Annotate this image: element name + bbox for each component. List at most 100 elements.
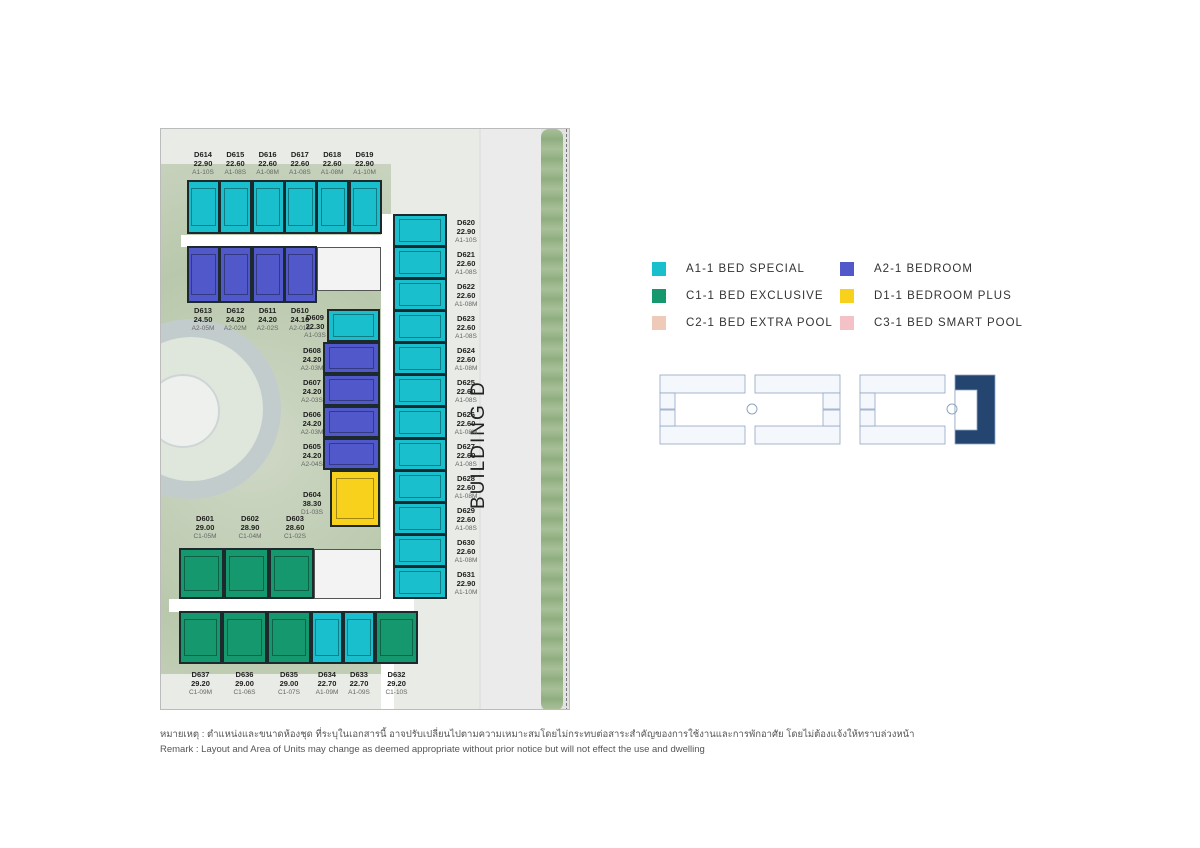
legend-item-c2: C2-1 BED EXTRA POOL (652, 316, 833, 330)
legend-item-a2: A2-1 BEDROOM (840, 262, 973, 276)
unit-area: 22.60 (456, 259, 476, 268)
unit-id: D604 (303, 490, 321, 499)
unit-d607[interactable] (323, 374, 380, 406)
unit-d618[interactable] (316, 180, 350, 234)
unit-id: D608 (303, 346, 321, 355)
unit-d613[interactable] (187, 246, 220, 303)
keymap-block (659, 409, 676, 427)
unit-area: 22.60 (258, 159, 277, 168)
unit-d609[interactable] (327, 309, 380, 342)
unit-id: D601 (196, 514, 214, 523)
keymap-fountain-icon (746, 403, 758, 415)
unit-d627[interactable] (393, 438, 447, 471)
unit-type-code: C1-02S (283, 533, 307, 540)
unit-type-code: C1-04M (238, 533, 262, 540)
unit-d614[interactable] (187, 180, 220, 234)
remark-thai: หมายเหตุ : ตำแหน่งและขนาดห้องชุด ที่ระบุ… (160, 729, 915, 740)
unit-id: D620 (457, 218, 475, 227)
legend-item-a1: A1-1 BED SPECIAL (652, 262, 805, 276)
unit-d617[interactable] (283, 180, 317, 234)
unit-d629[interactable] (393, 502, 447, 535)
legend-label: C2-1 BED EXTRA POOL (686, 317, 833, 329)
unit-d623[interactable] (393, 310, 447, 343)
unit-d610[interactable] (283, 246, 317, 303)
unit-d637[interactable] (179, 611, 222, 664)
unit-d619[interactable] (348, 180, 382, 234)
unit-id: D603 (286, 514, 304, 523)
unit-d635[interactable] (267, 611, 311, 664)
unit-id: D619 (355, 150, 374, 159)
unit-d605[interactable] (323, 438, 380, 470)
unit-d632[interactable] (375, 611, 418, 664)
unit-type-code: A1-08S (289, 169, 311, 176)
unit-id: D621 (457, 250, 475, 259)
unit-d622[interactable] (393, 278, 447, 311)
unit-d634[interactable] (311, 611, 343, 664)
keymap-block (659, 425, 746, 445)
unit-type-code: C1-05M (193, 533, 217, 540)
unit-d626[interactable] (393, 406, 447, 439)
unit-id: D636 (235, 670, 254, 679)
unit-type-code: A1-09S (348, 689, 370, 696)
keymap-block (859, 409, 876, 427)
unit-area: 22.60 (456, 419, 476, 428)
unit-id: D628 (457, 474, 475, 483)
legend-swatch (652, 289, 666, 303)
unit-d604[interactable] (330, 470, 380, 527)
unit-d615[interactable] (219, 180, 253, 234)
unit-area: 22.60 (456, 291, 476, 300)
unit-d608[interactable] (323, 342, 380, 374)
unit-type-code: A1-08S (455, 461, 477, 468)
unit-id: D615 (226, 150, 245, 159)
unit-d633[interactable] (343, 611, 375, 664)
unit-id: D610 (290, 306, 309, 315)
unit-id: D602 (241, 514, 259, 523)
stair-core (317, 247, 381, 291)
unit-d636[interactable] (222, 611, 267, 664)
unit-id: D622 (457, 282, 475, 291)
legend-swatch (652, 316, 666, 330)
unit-d628[interactable] (393, 470, 447, 503)
unit-d602[interactable] (224, 548, 269, 599)
boundary-line (566, 129, 567, 709)
unit-d624[interactable] (393, 342, 447, 375)
unit-d606[interactable] (323, 406, 380, 438)
unit-d601[interactable] (179, 548, 224, 599)
unit-area: 24.20 (258, 315, 277, 324)
unit-id: D609 (306, 313, 324, 322)
unit-d612[interactable] (219, 246, 253, 303)
legend-label: C1-1 BED EXCLUSIVE (686, 290, 824, 302)
unit-area: 22.60 (322, 159, 342, 168)
unit-d631[interactable] (393, 566, 447, 599)
unit-area: 22.60 (456, 483, 476, 492)
unit-area: 24.20 (302, 387, 322, 396)
unit-d611[interactable] (251, 246, 285, 303)
unit-id: D605 (303, 442, 321, 451)
unit-area: 24.50 (193, 315, 213, 324)
unit-id: D617 (290, 150, 309, 159)
keymap-block (659, 392, 676, 410)
unit-d625[interactable] (393, 374, 447, 407)
unit-d630[interactable] (393, 534, 447, 567)
unit-type-code: A1-08M (320, 169, 344, 176)
unit-d621[interactable] (393, 246, 447, 279)
unit-d603[interactable] (269, 548, 314, 599)
unit-type-code: A2-03M (300, 429, 324, 436)
tree-row (541, 129, 563, 709)
legend-label: D1-1 BEDROOM PLUS (874, 290, 1012, 302)
unit-d616[interactable] (251, 180, 285, 234)
unit-area: 22.90 (193, 159, 213, 168)
unit-d620[interactable] (393, 214, 447, 247)
